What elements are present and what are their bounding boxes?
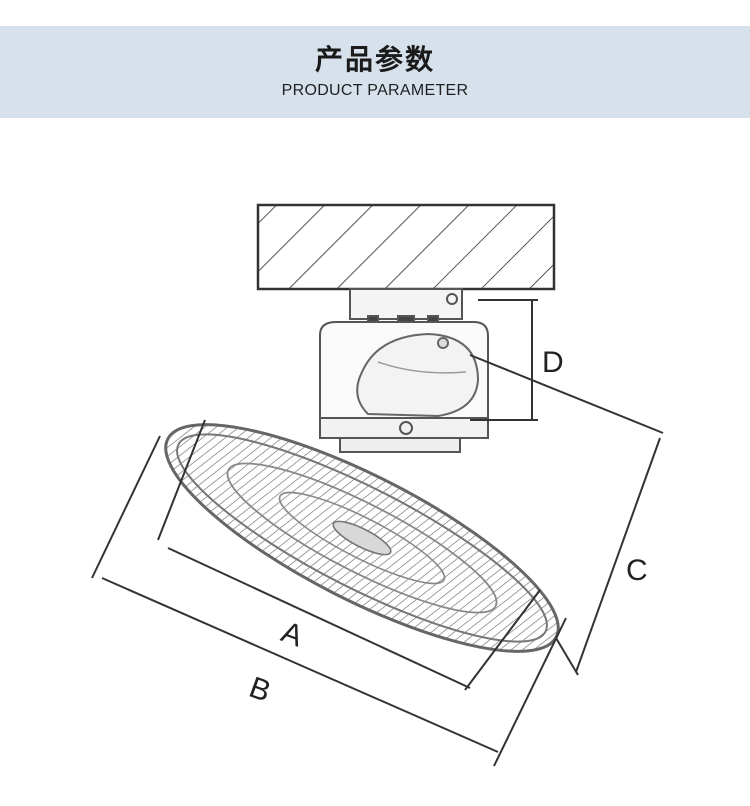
motor-housing bbox=[356, 332, 480, 418]
dimension-label-d: D bbox=[542, 346, 564, 379]
dimension-label-b: B bbox=[245, 671, 275, 709]
dimension-label-a: A bbox=[277, 616, 307, 654]
ceiling-block bbox=[256, 203, 556, 291]
dimension-lines bbox=[91, 299, 664, 767]
dimension-label-c: C bbox=[626, 554, 648, 587]
page-subtitle: PRODUCT PARAMETER bbox=[281, 82, 469, 99]
header-banner: 产品参数 PRODUCT PARAMETER bbox=[0, 26, 750, 118]
page-title: 产品参数 bbox=[314, 43, 435, 76]
fan-dimension-diagram: D C A B bbox=[91, 203, 664, 767]
